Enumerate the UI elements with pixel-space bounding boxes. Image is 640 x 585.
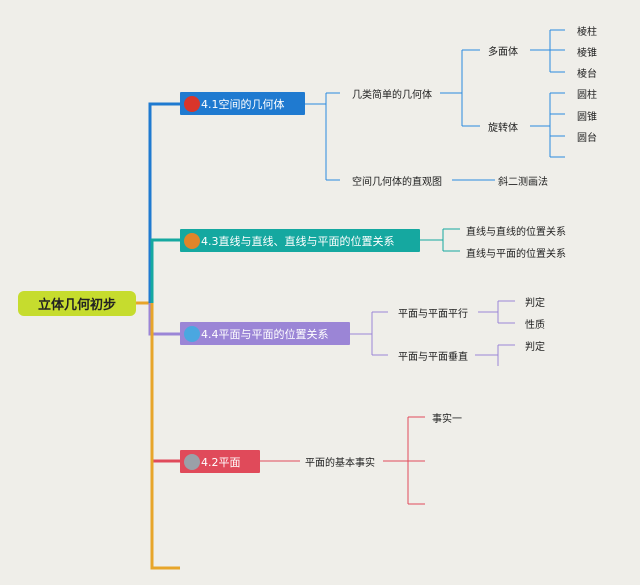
topic-4-3-node[interactable]: 4.3直线与直线、直线与平面的位置关系 xyxy=(180,229,420,252)
subtopic-node[interactable]: 几类简单的几何体 xyxy=(352,90,432,101)
leaf-node[interactable]: 棱柱 xyxy=(577,27,597,38)
trunk-red xyxy=(150,303,180,463)
topic-label: 4.4平面与平面的位置关系 xyxy=(201,327,329,341)
subtopic-node[interactable]: 平面与平面平行 xyxy=(398,309,468,320)
priority-badge-icon xyxy=(184,95,200,112)
leaf-node[interactable]: 圆锥 xyxy=(577,112,597,123)
leaf-node[interactable]: 性质 xyxy=(525,320,545,331)
leaf-node[interactable]: 事实一 xyxy=(432,414,462,425)
subtopic-node[interactable]: 平面与平面垂直 xyxy=(398,352,468,363)
leaf-node[interactable]: 棱台 xyxy=(577,69,597,80)
leaf-node[interactable]: 圆台 xyxy=(577,133,597,144)
topic-4-4-node[interactable]: 4.4平面与平面的位置关系 xyxy=(180,322,350,345)
leaf-node[interactable]: 斜二测画法 xyxy=(498,177,548,188)
leaf-node[interactable]: 直线与直线的位置关系 xyxy=(466,227,566,238)
priority-badge-icon xyxy=(184,453,200,470)
topic-label: 4.3直线与直线、直线与平面的位置关系 xyxy=(201,234,395,248)
leaf-node[interactable]: 判定 xyxy=(525,342,545,353)
priority-badge-icon xyxy=(184,325,200,342)
topic-label: 4.2平面 xyxy=(201,455,241,469)
trunk-teal xyxy=(150,238,180,303)
trunk-orange xyxy=(150,303,180,570)
leaf-node[interactable]: 棱锥 xyxy=(577,48,597,59)
topic-4-2-node[interactable]: 4.2平面 xyxy=(180,450,260,473)
topic-4-1-node[interactable]: 4.1空间的几何体 xyxy=(180,92,305,115)
leaf-node[interactable]: 直线与平面的位置关系 xyxy=(466,249,566,260)
subtopic-node[interactable]: 旋转体 xyxy=(488,123,518,134)
priority-badge-icon xyxy=(184,232,200,249)
trunk-purple xyxy=(148,303,180,336)
subtopic-node[interactable]: 空间几何体的直观图 xyxy=(352,177,442,188)
root-node[interactable]: 立体几何初步 xyxy=(18,291,136,316)
subtopic-node[interactable]: 平面的基本事实 xyxy=(305,458,375,469)
leaf-node[interactable]: 圆柱 xyxy=(577,90,597,101)
topic-label: 4.1空间的几何体 xyxy=(201,97,285,111)
leaf-node[interactable]: 判定 xyxy=(525,298,545,309)
trunk-blue xyxy=(148,102,180,303)
subtopic-node[interactable]: 多面体 xyxy=(488,47,518,58)
